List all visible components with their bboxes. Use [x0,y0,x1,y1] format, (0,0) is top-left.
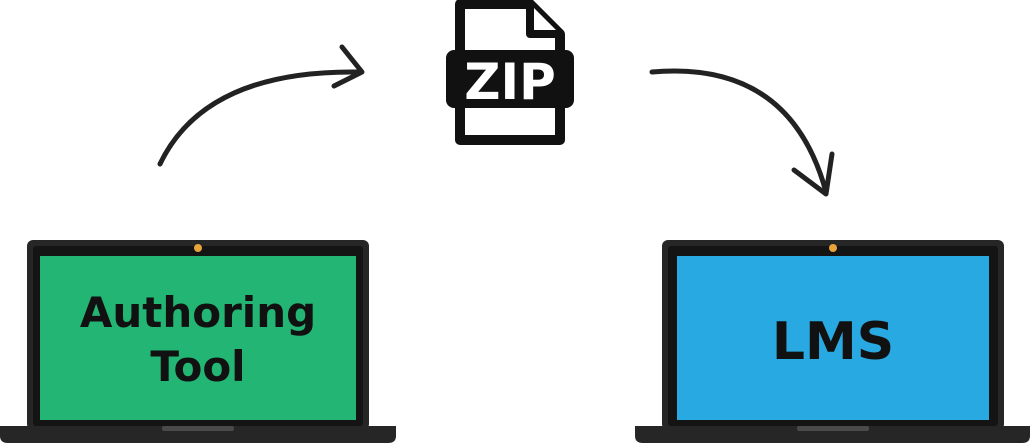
arrow-zip-to-lms [649,68,835,197]
screen-lms [677,256,989,420]
webcam-icon [194,244,202,252]
webcam-icon [829,244,837,252]
zip-label: ZIP [464,53,556,111]
laptop-icon [635,240,1030,443]
screen-authoring-tool [40,256,356,420]
zip-file-icon: ZIP [446,0,574,145]
laptop-lms: LMS [635,240,1030,443]
authoring-tool-label-line-2: Tool [150,342,245,391]
arrow-authoring-to-zip [157,44,365,167]
laptop-icon [0,240,396,443]
laptop-authoring-tool: Authoring Tool [0,240,396,443]
lms-label: LMS [772,312,894,372]
authoring-tool-label-line-1: Authoring [80,288,316,337]
